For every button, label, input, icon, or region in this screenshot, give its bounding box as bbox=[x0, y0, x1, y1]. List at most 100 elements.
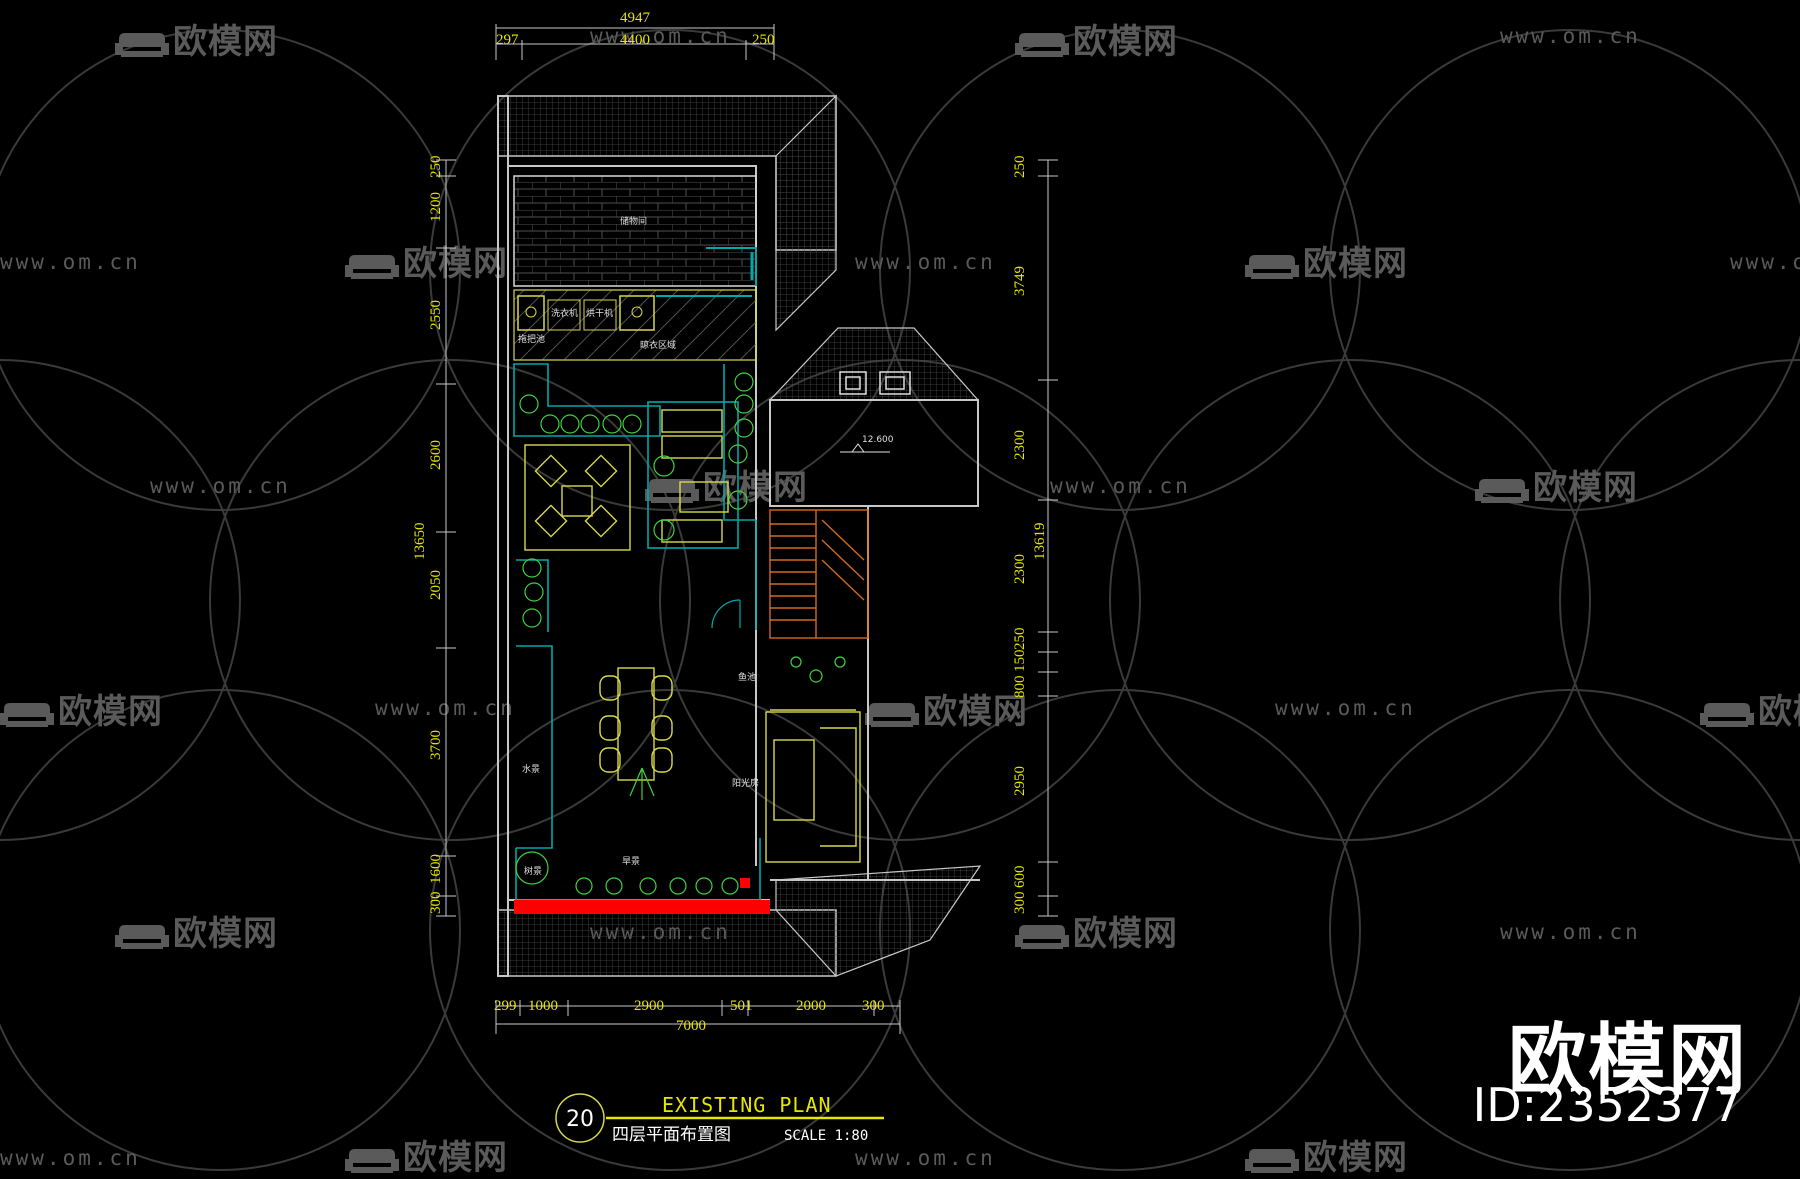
dim-left-3: 2600 bbox=[428, 440, 444, 470]
label-mop-sink: 拖把池 bbox=[518, 333, 545, 345]
lounge-furniture bbox=[524, 409, 729, 551]
watermark-url: www.om.cn bbox=[855, 1146, 996, 1170]
label-laundry-zone: 晾衣区域 bbox=[640, 339, 676, 351]
watermark-brand-text: 欧模网 bbox=[403, 1138, 508, 1178]
dim-bottom-4: 2000 bbox=[796, 998, 826, 1014]
watermark-brand-text: 欧模网 bbox=[923, 692, 1028, 732]
dim-top-total: 4947 bbox=[620, 10, 651, 26]
red-beam bbox=[514, 900, 770, 914]
dim-right-5: 150 bbox=[1012, 650, 1028, 673]
label-dryer: 烘干机 bbox=[586, 307, 613, 319]
watermark-brand: 欧模网 bbox=[1015, 906, 1178, 955]
label-level: 12.600 bbox=[862, 435, 894, 445]
dim-top-mid: 4400 bbox=[620, 32, 650, 48]
watermark-brand: 欧模网 bbox=[1245, 236, 1408, 285]
watermark-brand-text: 欧模网 bbox=[1303, 244, 1408, 284]
dim-left-4: 2050 bbox=[428, 570, 444, 600]
dim-left-2: 2550 bbox=[428, 300, 444, 330]
dim-bottom-total: 7000 bbox=[676, 1018, 706, 1034]
watermark-url: www.om.cn bbox=[0, 1146, 141, 1170]
watermark-brand: 欧模网 bbox=[115, 906, 278, 955]
label-washer: 洗衣机 bbox=[551, 307, 578, 319]
watermark-url: www.om.cn bbox=[1500, 24, 1641, 48]
watermark-url: www.om.cn bbox=[0, 250, 141, 274]
dim-left-1: 1200 bbox=[428, 192, 444, 222]
dimension-lines bbox=[436, 24, 1058, 1034]
dim-right-9: 300 bbox=[1012, 892, 1028, 915]
dim-right-1: 3749 bbox=[1012, 266, 1028, 296]
dim-right-2: 2300 bbox=[1012, 430, 1028, 460]
dim-right-7: 2950 bbox=[1012, 766, 1028, 796]
watermark-brand-text: 欧模网 bbox=[58, 692, 163, 732]
watermark-url: www.om.cn bbox=[1275, 696, 1416, 720]
label-sun-room: 阳光房 bbox=[732, 777, 759, 789]
label-dry-landscape: 旱景 bbox=[622, 856, 640, 867]
watermark-url: www.om.cn bbox=[855, 250, 996, 274]
dim-left-overall: 13650 bbox=[412, 523, 428, 561]
plants bbox=[515, 372, 846, 895]
watermark-brand: 欧模网 bbox=[1015, 14, 1178, 63]
brand-id: ID:2352377 bbox=[1472, 1078, 1742, 1132]
watermark-brand-text: 欧模网 bbox=[1073, 22, 1178, 62]
dim-left-7: 300 bbox=[428, 892, 444, 915]
dim-right-4: 250 bbox=[1012, 628, 1028, 651]
roof-skylights bbox=[839, 371, 911, 395]
watermark-brand: 欧模网 bbox=[115, 14, 278, 63]
label-water-feature: 水景 bbox=[522, 763, 540, 775]
storage-room bbox=[513, 175, 757, 287]
dim-bottom-2: 2900 bbox=[634, 998, 664, 1014]
dim-left-0: 250 bbox=[428, 156, 444, 179]
dim-bottom-5: 300 bbox=[862, 998, 885, 1014]
watermark-brand-text: 欧模网 bbox=[1533, 468, 1638, 508]
room-labels: 储物间 洗衣机 烘干机 拖把池 晾衣区域 鱼池 阳光房 水景 旱景 树景 12.… bbox=[518, 215, 894, 877]
level-marker bbox=[840, 443, 890, 453]
watermark-url: www.om.cn bbox=[150, 474, 291, 498]
drawing-subtitle: 四层平面布置图 bbox=[612, 1125, 731, 1145]
exterior-walls bbox=[497, 95, 980, 977]
watermark-url: www.om.cn bbox=[1730, 250, 1800, 274]
label-storage: 储物间 bbox=[620, 215, 647, 227]
watermark-brand-text: 欧模网 bbox=[403, 244, 508, 284]
laundry-area bbox=[513, 289, 757, 361]
watermark-brand-text: 欧模网 bbox=[1073, 914, 1178, 954]
watermark-url: www.om.cn bbox=[1500, 920, 1641, 944]
dim-right-3: 2300 bbox=[1012, 554, 1028, 584]
drawing-scale: SCALE 1:80 bbox=[784, 1128, 868, 1144]
watermark-url: www.om.cn bbox=[1050, 474, 1191, 498]
watermark-brand: 欧模网 bbox=[1245, 1130, 1408, 1179]
dim-left-6: 1600 bbox=[428, 854, 444, 884]
watermark-brand: 欧模网 bbox=[865, 684, 1028, 733]
dimension-texts: 4947 297 4400 250 13650 250 1200 2550 26… bbox=[412, 10, 1048, 1034]
brand-logo-text: 欧模网 bbox=[1507, 1016, 1748, 1106]
watermark-brand-text: 欧模网 bbox=[173, 22, 278, 62]
dim-top-right: 250 bbox=[752, 32, 775, 48]
watermark-brand: 欧模网 bbox=[0, 684, 163, 733]
watermark-brand: 欧模网 bbox=[1475, 460, 1638, 509]
watermark-url: www.om.cn bbox=[375, 696, 516, 720]
drawing-number: 20 bbox=[566, 1107, 594, 1132]
sun-room-sofa bbox=[765, 709, 861, 863]
title-block: 20 EXISTING PLAN 四层平面布置图 SCALE 1:80 bbox=[555, 1093, 884, 1145]
dining-table bbox=[599, 667, 673, 781]
dim-right-6: 800 bbox=[1012, 676, 1028, 699]
dim-right-8: 600 bbox=[1012, 866, 1028, 889]
watermark-brand: 欧模网 bbox=[345, 1130, 508, 1179]
watermark-brand-text: 欧模网 bbox=[1758, 692, 1800, 732]
watermark-brand-text: 欧模网 bbox=[1303, 1138, 1408, 1178]
watermark-brand: 欧模网 bbox=[1700, 684, 1800, 733]
label-tree-feature: 树景 bbox=[524, 865, 542, 877]
watermark-brand: 欧模网 bbox=[345, 236, 508, 285]
roof-eaves bbox=[497, 94, 982, 977]
dim-bottom-1: 1000 bbox=[528, 998, 558, 1014]
staircase bbox=[769, 509, 869, 639]
drawing-title: EXISTING PLAN bbox=[662, 1093, 832, 1117]
dim-top-left: 297 bbox=[496, 32, 519, 48]
dim-right-overall: 13619 bbox=[1032, 523, 1048, 561]
door-swing bbox=[711, 599, 741, 629]
watermark-brand-text: 欧模网 bbox=[173, 914, 278, 954]
dim-right-0: 250 bbox=[1012, 156, 1028, 179]
label-fish-pond: 鱼池 bbox=[738, 671, 756, 683]
dim-bottom-0: 299 bbox=[494, 998, 517, 1014]
